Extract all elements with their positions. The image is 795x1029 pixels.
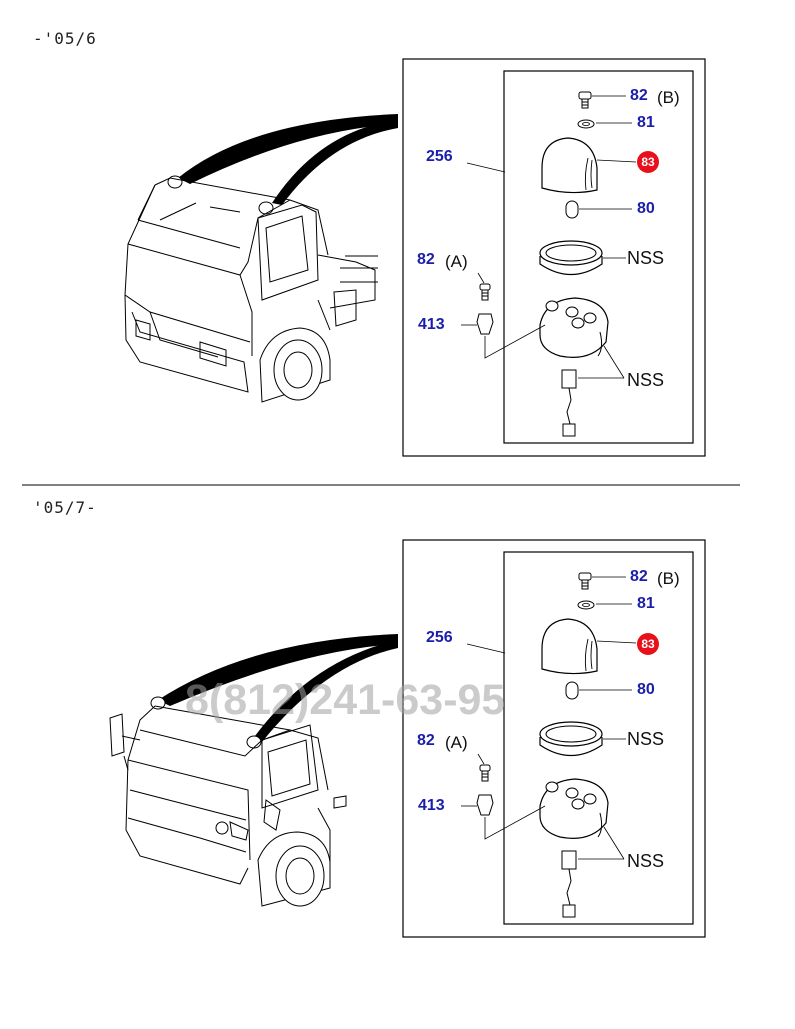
part-81-number[interactable]: 81	[637, 114, 655, 131]
part-81-number[interactable]: 81	[637, 595, 655, 612]
part-80-number[interactable]: 80	[637, 681, 655, 698]
nss-base-label: NSS	[627, 851, 665, 871]
part-82b-suffix: (B)	[657, 569, 680, 588]
section-2-drawing	[109, 539, 706, 938]
part-83-highlight-badge[interactable]: 83	[637, 633, 659, 655]
section-1-drawing	[22, 58, 740, 486]
part-82a-number[interactable]: 82	[417, 732, 435, 749]
part-256-number[interactable]: 256	[426, 629, 453, 646]
part-82b-number[interactable]: 82	[630, 87, 648, 104]
nss-ring-label: NSS	[627, 248, 665, 268]
section-2-date-range: '05/7-	[33, 498, 97, 517]
part-82a-suffix: (A)	[445, 733, 468, 752]
part-82b-suffix: (B)	[657, 88, 680, 107]
part-82b-number[interactable]: 82	[630, 568, 648, 585]
part-83-highlight-badge[interactable]: 83	[637, 151, 659, 173]
part-82a-number[interactable]: 82	[417, 251, 435, 268]
nss-base-label: NSS	[627, 370, 665, 390]
nss-ring-label: NSS	[627, 729, 665, 749]
part-413-number[interactable]: 413	[418, 797, 445, 814]
part-413-number[interactable]: 413	[418, 316, 445, 333]
part-256-number[interactable]: 256	[426, 148, 453, 165]
section-1-date-range: -'05/6	[33, 29, 97, 48]
part-82a-suffix: (A)	[445, 252, 468, 271]
phone-watermark: 8(812)241-63-95	[185, 676, 506, 724]
part-80-number[interactable]: 80	[637, 200, 655, 217]
